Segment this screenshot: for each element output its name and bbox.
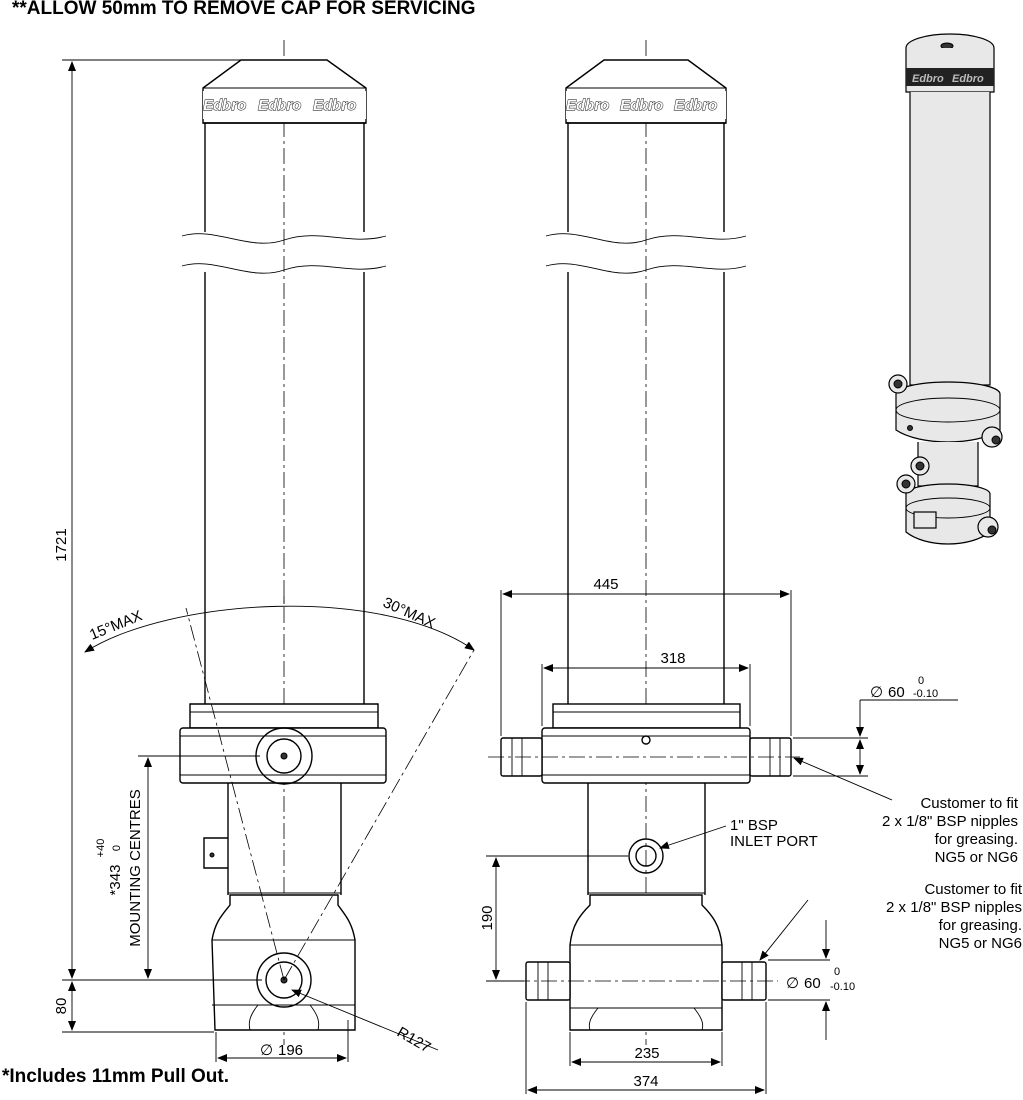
base-height-label: 80 [53, 998, 70, 1015]
left-cap-logo-3: Edbro [313, 97, 356, 114]
right-cap-logo-1: Edbro [566, 97, 609, 114]
grease-note-top-4: NG5 or NG6 [935, 849, 1018, 866]
base-diameter-symbol: ∅ [260, 1042, 273, 1059]
width-outer-label: 445 [593, 576, 618, 593]
overall-length-label: 1721 [53, 528, 70, 561]
pull-out-note: *Includes 11mm Pull Out. [2, 1066, 230, 1087]
right-cylinder-view: Edbro Edbro Edbro [488, 40, 800, 1045]
pin-diameter-symbol-bottom: ∅ [786, 975, 799, 992]
left-cap-logo-2: Edbro [258, 97, 301, 114]
right-base [569, 894, 723, 1031]
render-cap-logo-2: Edbro [952, 73, 984, 85]
pin-diameter-bottom: 60 [804, 975, 821, 992]
right-dimensions: 445 318 190 235 374 ∅ 60 0 -0.10 ∅ 60 0 … [479, 576, 958, 1094]
mounting-centres-label: MOUNTING CENTRES [127, 789, 144, 947]
pin-tol-lower-bottom: -0.10 [830, 981, 855, 993]
pin-tol-upper-bottom: 0 [834, 966, 840, 978]
base-diameter-label: 196 [278, 1042, 303, 1059]
inlet-port-line1: 1" BSP [730, 817, 778, 834]
right-cap-logo-2: Edbro [620, 97, 663, 114]
grease-note-top-3: for greasing. [935, 831, 1018, 848]
left-cylinder-view: Edbro Edbro Edbro [84, 40, 475, 1045]
mounting-tol-lower: 0 [111, 845, 123, 851]
grease-note-top-2: 2 x 1/8" BSP nipples [882, 813, 1018, 830]
grease-note-bottom-2: 2 x 1/8" BSP nipples [886, 899, 1022, 916]
pin-tol-upper-top: 0 [918, 675, 924, 687]
width-inner-label: 318 [660, 650, 685, 667]
pin-tol-lower-top: -0.10 [913, 688, 938, 700]
angle-right-label: 30°MAX [380, 594, 437, 632]
left-cap-logo-1: Edbro [203, 97, 246, 114]
radius-label: R127 [394, 1024, 434, 1057]
inlet-port-line2: INLET PORT [730, 833, 818, 850]
grease-note-bottom-3: for greasing. [939, 917, 1022, 934]
mounting-value-label: *343 [107, 865, 124, 896]
base-inner-label: 235 [634, 1045, 659, 1062]
angle-left-label: 15°MAX [87, 607, 145, 643]
grease-note-bottom-4: NG5 or NG6 [939, 935, 1022, 952]
servicing-note: **ALLOW 50mm TO REMOVE CAP FOR SERVICING [12, 0, 476, 19]
callouts: 1" BSP INLET PORT Customer to fit 2 x 1/… [659, 757, 1023, 961]
pin-diameter-top: 60 [888, 684, 905, 701]
right-cap-logo-3: Edbro [674, 97, 717, 114]
pin-diameter-symbol-top: ∅ [870, 684, 883, 701]
grease-note-top-1: Customer to fit [920, 795, 1018, 812]
cylinder-3d-render: Edbro Edbro [888, 33, 1003, 545]
render-cap-logo: Edbro [912, 73, 944, 85]
base-outer-label: 374 [633, 1073, 658, 1090]
inlet-height-label: 190 [479, 905, 496, 930]
grease-note-bottom-1: Customer to fit [924, 881, 1022, 898]
mounting-tol-upper: +40 [95, 839, 107, 858]
